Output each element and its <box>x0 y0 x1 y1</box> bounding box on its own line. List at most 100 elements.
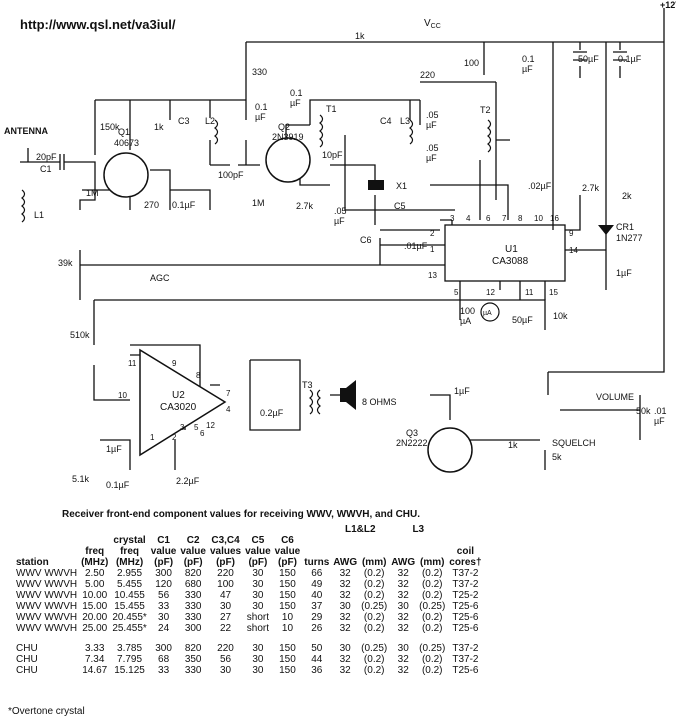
table-cell: 150 <box>279 601 296 612</box>
u1-pin-5: 5 <box>454 288 459 297</box>
table-cell: 10.00 <box>82 590 108 601</box>
table-cell: (0.2) <box>363 665 385 676</box>
column-header-line: freq <box>120 546 139 557</box>
table-cell: 30 <box>397 643 409 654</box>
table-cell: T37-2 <box>452 579 479 590</box>
label-c3: C3 <box>178 116 190 126</box>
column-header: AWG <box>389 535 417 568</box>
column-header-line: values <box>209 546 242 557</box>
source-url: http://www.qsl.net/va3iul/ <box>20 17 176 32</box>
u1-pin-2: 2 <box>430 229 435 238</box>
u1-pin-15: 15 <box>549 288 558 297</box>
meter <box>480 302 500 322</box>
table-cell: 150 <box>279 568 296 579</box>
label-c01f: 0.1µF <box>618 54 642 64</box>
column-header-line: C5 <box>251 535 265 546</box>
label-r10k: 10k <box>553 311 568 321</box>
label-r39k: 39k <box>58 258 73 268</box>
column-header: (mm) <box>417 535 447 568</box>
table-cell: 220 <box>217 568 234 579</box>
table-cell: (0.2) <box>421 568 443 579</box>
table-cell: (0.2) <box>363 623 385 634</box>
table-cell: 30 <box>339 643 351 654</box>
u1-pin-7: 7 <box>502 214 507 223</box>
table-cell: 30 <box>158 612 170 623</box>
label-r5k: 5k <box>552 452 562 462</box>
table-cell: 7.34 <box>84 654 105 665</box>
label-r51k: 5.1k <box>72 474 90 484</box>
label-r2k: 2k <box>622 191 632 201</box>
u2-pin-6: 6 <box>200 429 205 438</box>
column-header: station <box>14 535 79 568</box>
table-cell: T37-2 <box>452 654 479 665</box>
table-cell: T25-2 <box>452 590 479 601</box>
label-antenna: ANTENNA <box>4 126 48 136</box>
column-header-line: (pF) <box>278 557 297 568</box>
table-cell: 25.455* <box>112 623 147 634</box>
label-r100: 100 <box>464 58 479 68</box>
table-cell: 49 <box>311 579 323 590</box>
table-cell: 30 <box>252 579 264 590</box>
label-m100b: µA <box>460 316 471 326</box>
table-cell: 350 <box>184 654 202 665</box>
label-r220: 220 <box>420 70 435 80</box>
u1-pin-14: 14 <box>569 246 578 255</box>
column-header-line: (pF) <box>154 557 174 568</box>
table-cell: 330 <box>184 665 202 676</box>
table-cell: short <box>246 612 269 623</box>
table-cell: 10 <box>281 623 294 634</box>
u2-amplifier <box>139 348 227 457</box>
column-header-line: value <box>150 546 177 557</box>
column-header-line: (mm) <box>361 557 387 568</box>
column-header-line: cores† <box>449 557 482 568</box>
column-header-line: station <box>16 557 49 568</box>
label-r1k-top: 1k <box>355 31 365 41</box>
footnote: *Overtone crystal <box>8 706 85 717</box>
table-cell: 120 <box>155 579 172 590</box>
label-c05a: .05 <box>334 206 347 216</box>
column-header-line: (mm) <box>419 557 445 568</box>
label-c1uf-c: 1µF <box>454 386 470 396</box>
table-cell: T25-6 <box>452 612 479 623</box>
column-header: (mm) <box>359 535 389 568</box>
label-r1m-b: 1M <box>252 198 265 208</box>
speaker <box>340 380 356 410</box>
table-cell: 150 <box>279 643 296 654</box>
column-header-line: turns <box>304 557 330 568</box>
label-c10p: 10pF <box>322 150 343 160</box>
label-q1-part: 40673 <box>114 138 139 148</box>
label-c50a: 50µF <box>578 54 599 64</box>
table-cell: 30 <box>252 601 264 612</box>
table-cell: 26 <box>311 623 323 634</box>
label-c01b2: µF <box>255 112 266 122</box>
label-c01b: 0.1 <box>255 102 268 112</box>
u1-pin-16: 16 <box>550 214 559 223</box>
table-cell: 150 <box>279 654 296 665</box>
table-cell: 32 <box>397 612 409 623</box>
table-cell: 5.00 <box>84 579 105 590</box>
u2-pin-2: 2 <box>172 433 177 442</box>
label-c01c: 0.1 <box>290 88 303 98</box>
table-cell: 2.50 <box>84 568 105 579</box>
table-cell: 29 <box>311 612 323 623</box>
column-header: freq(MHz) <box>79 535 110 568</box>
table-cell: (0.25) <box>419 643 446 654</box>
u1-pin-3: 3 <box>450 214 455 223</box>
table-cell: WWV WWVH <box>16 590 78 601</box>
label-agc: AGC <box>150 273 170 283</box>
table-cell: 37 <box>311 601 323 612</box>
q1-transistor <box>103 152 149 198</box>
label-c01c2: µF <box>290 98 301 108</box>
table-cell: 50 <box>311 643 323 654</box>
table-cell: 30 <box>219 601 232 612</box>
u1-pin-6: 6 <box>486 214 491 223</box>
u2-pin-3: 3 <box>180 423 185 432</box>
table-cell: 33 <box>158 601 170 612</box>
column-header-line: (MHz) <box>115 557 144 568</box>
